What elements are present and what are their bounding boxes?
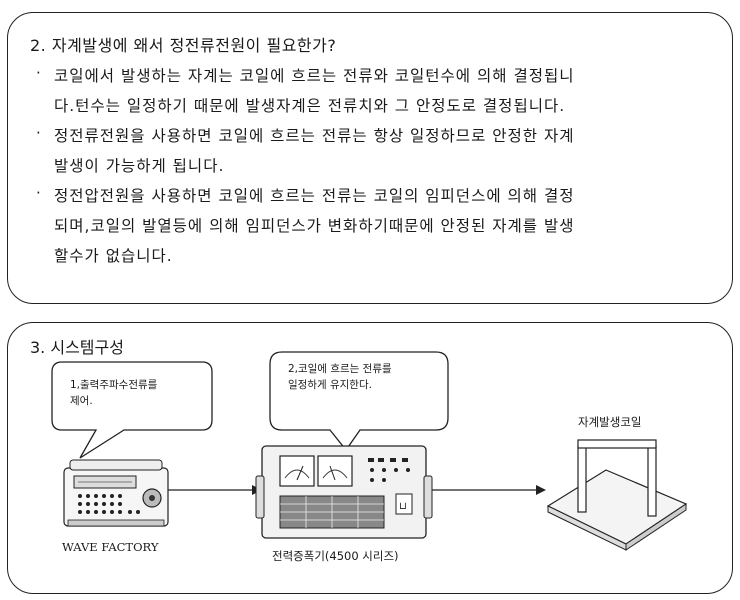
magnetic-coil-device <box>546 439 688 551</box>
bullet-2-line-1: 정전류전원을 사용하면 코일에 흐르는 전류는 항상 일정하므로 안정한 자계 <box>54 127 575 145</box>
bullet-1-line-1: 코일에서 발생하는 자계는 코일에 흐르는 전류와 코일턴수에 의해 결정됩니 <box>54 67 575 85</box>
bullet-3-line-1: 정전압전원을 사용하면 코일에 흐르는 전류는 코일의 임피던스에 의해 결정 <box>54 187 575 205</box>
callout-2-bubble <box>269 351 449 452</box>
bullet-1-line-2: 다.턴수는 일정하기 때문에 발생자계은 전류치와 그 안정도로 결정됩니다. <box>54 97 566 115</box>
callout-1-line-1: 1,출력주파수전류를 <box>70 379 158 391</box>
wave-factory-device <box>63 459 169 527</box>
bullet-2-marker: · <box>36 124 41 142</box>
callout-1-bubble <box>51 361 213 459</box>
amplifier-label: 전력증폭기(4500 시리즈) <box>272 549 399 563</box>
svg-text:⊔: ⊔ <box>399 501 407 512</box>
section-2-title: 2. 자계발생에 왜서 정전류전원이 필요한가? <box>30 36 337 55</box>
section-3-title: 3. 시스템구성 <box>30 338 124 357</box>
callout-2-line-1: 2,코일에 흐르는 전류를 <box>288 363 392 375</box>
callout-2-line-2: 일정하게 유지한다. <box>288 379 372 391</box>
section-2-box <box>7 12 733 304</box>
bullet-1-marker: · <box>36 64 41 82</box>
coil-label: 자계발생코일 <box>578 415 642 429</box>
callout-1-line-2: 제어. <box>70 395 93 407</box>
bullet-3-marker: · <box>36 184 41 202</box>
bullet-2-line-2: 발생이 가능하게 됩니다. <box>54 157 225 175</box>
wave-factory-label: WAVE FACTORY <box>62 540 159 554</box>
power-amplifier-device: ⊔ <box>255 445 433 539</box>
bullet-3-line-2: 되며,코일의 발열등에 의해 임피던스가 변화하기때문에 안정된 자계를 발생 <box>54 217 575 235</box>
bullet-3-line-3: 할수가 없습니다. <box>54 247 173 265</box>
section-3-box <box>7 322 733 594</box>
